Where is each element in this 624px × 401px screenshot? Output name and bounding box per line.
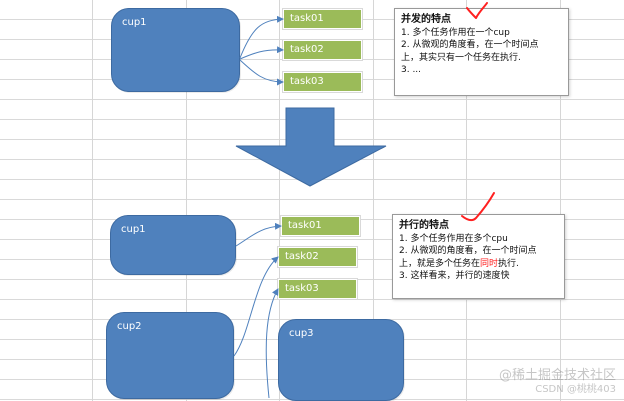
concurrency-note-line-4: 3. ...	[401, 65, 422, 75]
bottom-connector-task-03	[265, 288, 279, 399]
bottom-task-02: task02	[278, 247, 357, 267]
bottom-cpu-label-1: cup1	[121, 224, 146, 235]
go-label: go	[289, 117, 302, 128]
top-cpu-label: cup1	[122, 17, 147, 28]
top-connector-task-02	[239, 46, 284, 60]
top-task-03-label: task03	[290, 76, 324, 87]
bottom-cpu-label-2: cup2	[117, 321, 142, 332]
top-task-02-label: task02	[290, 44, 324, 55]
bottom-task-03: task03	[278, 279, 357, 299]
top-connector-lines	[239, 15, 284, 86]
watermark: @稀土掘金技术社区 CSDN @桃桃403	[499, 369, 616, 395]
parallelism-note-line-3: 上，就是多个任务在同时执行.	[399, 258, 558, 271]
bottom-task-03-label: task03	[285, 283, 319, 294]
concurrency-note-line-3: 上，其实只有一个任务在执行.	[401, 52, 521, 63]
bottom-cpu-box-2: cup2	[106, 312, 234, 399]
bottom-cpu-box-1: cup1	[110, 215, 236, 275]
down-arrow-icon	[235, 107, 387, 187]
bottom-task-01-label: task01	[288, 220, 322, 231]
bottom-task-02-label: task02	[285, 251, 319, 262]
concurrency-note-line-2: 2. 从微观的角度看，在一个时间点	[401, 40, 539, 50]
parallelism-note-line-3-highlight: 同时	[480, 258, 499, 269]
top-cpu-box: cup1	[111, 8, 240, 92]
top-task-01-label: task01	[290, 13, 324, 24]
concurrency-note-title: 并发的特点	[401, 14, 451, 25]
bottom-task-01: task01	[281, 216, 360, 236]
top-connector-task-03	[239, 59, 284, 86]
concurrency-note: 并发的特点 1. 多个任务作用在一个cup 2. 从微观的角度看，在一个时间点 …	[394, 8, 569, 96]
parallelism-note-line-1: 1. 多个任务作用在多个cpu	[399, 233, 508, 244]
top-task-02: task02	[283, 40, 362, 60]
parallelism-note: 并行的特点 1. 多个任务作用在多个cpu 2. 从微观的角度看，在一个时间点 …	[392, 214, 565, 299]
top-task-03: task03	[283, 72, 362, 92]
parallelism-note-title: 并行的特点	[399, 220, 449, 231]
parallelism-note-line-4: 3. 这样看来，并行的速度快	[399, 271, 510, 281]
parallelism-note-line-2: 2. 从微观的角度看，在一个时间点	[399, 246, 537, 256]
bottom-cpu-label-3: cup3	[289, 328, 314, 339]
parallelism-note-line-3-prefix: 上，就是多个任务在	[399, 258, 481, 269]
concurrency-note-line-1: 1. 多个任务作用在一个cup	[401, 27, 510, 38]
parallelism-note-line-3-suffix: 执行.	[498, 258, 519, 269]
bottom-connector-task-02	[233, 256, 279, 357]
bottom-connector-lines	[233, 222, 282, 399]
bottom-cpu-box-3: cup3	[278, 319, 404, 401]
top-task-01: task01	[283, 9, 362, 29]
watermark-sub: CSDN @桃桃403	[535, 384, 616, 395]
top-connector-task-01	[239, 15, 284, 59]
bottom-connector-task-01	[235, 222, 282, 247]
watermark-main: @稀土掘金技术社区	[498, 368, 616, 383]
